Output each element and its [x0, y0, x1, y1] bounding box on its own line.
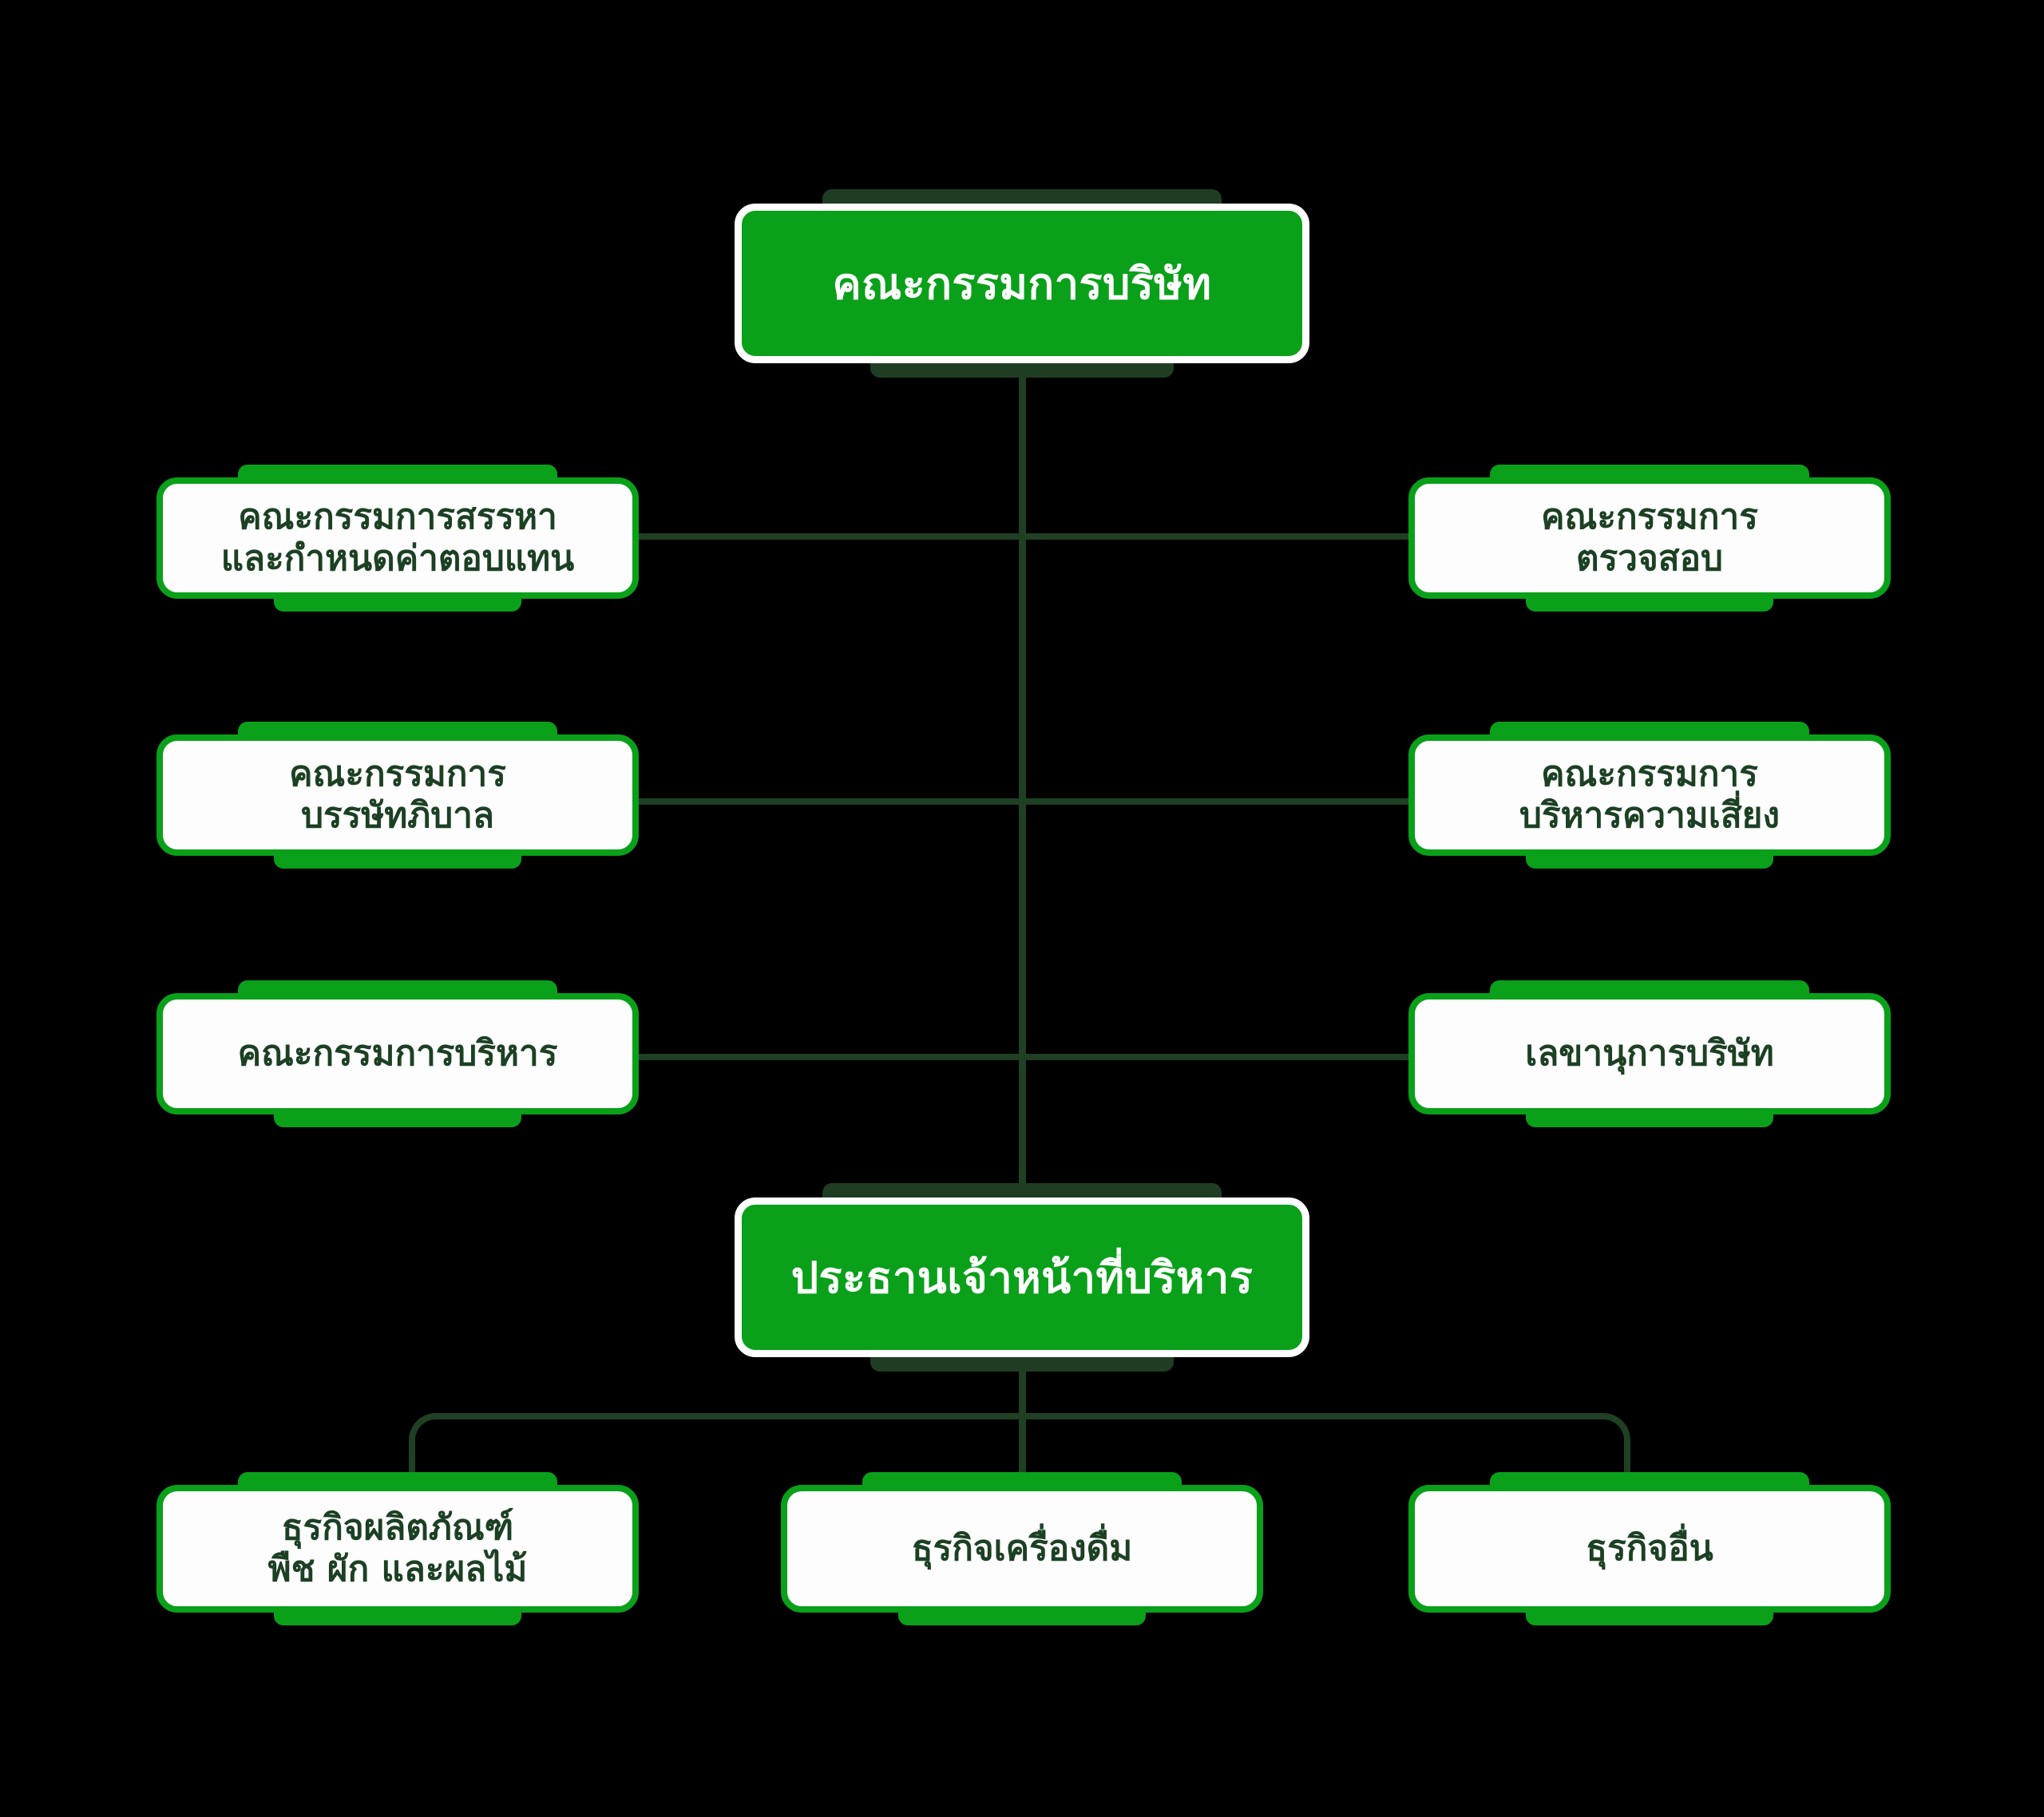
node-label: คณะกรรมการบริหาร — [237, 1033, 558, 1075]
node-label: คณะกรรมการ บริหารความเสี่ยง — [1519, 754, 1780, 836]
node-body: ธุรกิจผลิตภัณฑ์ พืช ผัก และผลไม้ — [156, 1485, 639, 1613]
node-body: คณะกรรมการ บริหารความเสี่ยง — [1408, 734, 1891, 856]
node-business-other[interactable]: ธุรกิจอื่น — [1408, 1472, 1891, 1625]
node-business-produce[interactable]: ธุรกิจผลิตภัณฑ์ พืช ผัก และผลไม้ — [156, 1472, 639, 1625]
node-label: ประธานเจ้าหน้าที่บริหาร — [790, 1253, 1254, 1303]
connector-spine-vertical — [1019, 363, 1026, 1213]
node-body: คณะกรรมการ ตรวจสอบ — [1408, 477, 1891, 599]
node-label: ธุรกิจเครื่องดื่ม — [911, 1528, 1133, 1570]
connector-row2-right — [1019, 798, 1408, 805]
node-label: เลขานุการบริษัท — [1525, 1033, 1774, 1075]
node-body: เลขานุการบริษัท — [1408, 993, 1891, 1114]
node-body: คณะกรรมการสรรหา และกำหนดค่าตอบแทน — [156, 477, 639, 599]
connector-row3-left — [639, 1054, 1025, 1060]
node-body: คณะกรรมการบริษัท — [735, 204, 1309, 363]
connector-business-bracket — [409, 1413, 1630, 1509]
connector-row1-left — [639, 533, 1025, 540]
node-body: ธุรกิจอื่น — [1408, 1485, 1891, 1613]
node-audit-committee[interactable]: คณะกรรมการ ตรวจสอบ — [1408, 465, 1891, 612]
node-company-secretary[interactable]: เลขานุการบริษัท — [1408, 980, 1891, 1127]
node-label: คณะกรรมการ บรรษัทภิบาล — [289, 754, 506, 836]
node-label: ธุรกิจผลิตภัณฑ์ พืช ผัก และผลไม้ — [267, 1507, 528, 1589]
connector-row1-right — [1019, 533, 1408, 540]
node-nomination-remuneration-committee[interactable]: คณะกรรมการสรรหา และกำหนดค่าตอบแทน — [156, 465, 639, 612]
node-label: คณะกรรมการ ตรวจสอบ — [1541, 497, 1758, 579]
node-label: คณะกรรมการบริษัท — [832, 259, 1212, 309]
node-body: คณะกรรมการ บรรษัทภิบาล — [156, 734, 639, 856]
node-body: ประธานเจ้าหน้าที่บริหาร — [735, 1197, 1309, 1357]
node-body: คณะกรรมการบริหาร — [156, 993, 639, 1114]
node-body: ธุรกิจเครื่องดื่ม — [781, 1485, 1263, 1613]
node-board-of-directors[interactable]: คณะกรรมการบริษัท — [735, 189, 1309, 378]
node-corporate-governance-committee[interactable]: คณะกรรมการ บรรษัทภิบาล — [156, 722, 639, 869]
connector-row2-left — [639, 798, 1025, 805]
node-risk-management-committee[interactable]: คณะกรรมการ บริหารความเสี่ยง — [1408, 722, 1891, 869]
node-label: ธุรกิจอื่น — [1586, 1528, 1713, 1570]
connector-ceo-stem — [1019, 1357, 1026, 1509]
node-executive-committee[interactable]: คณะกรรมการบริหาร — [156, 980, 639, 1127]
node-business-beverage[interactable]: ธุรกิจเครื่องดื่ม — [781, 1472, 1263, 1625]
connector-row3-right — [1019, 1054, 1408, 1060]
node-label: คณะกรรมการสรรหา และกำหนดค่าตอบแทน — [220, 497, 575, 579]
node-chief-executive-officer[interactable]: ประธานเจ้าหน้าที่บริหาร — [735, 1183, 1309, 1372]
